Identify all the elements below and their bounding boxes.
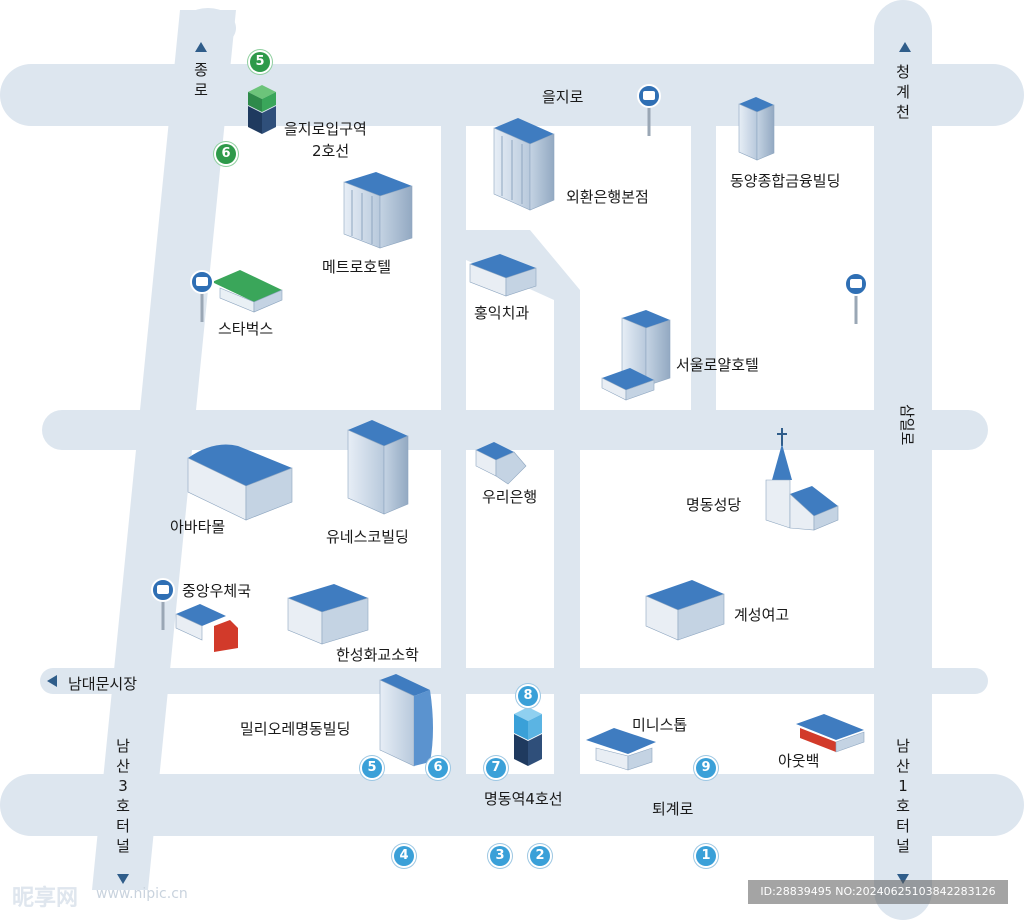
arrow-down-left — [117, 874, 129, 884]
label-woori: 우리은행 — [482, 488, 538, 506]
road-label-char: 3 — [118, 777, 128, 795]
kexchange-icon — [493, 118, 555, 211]
exit-badge-6: 6 — [428, 758, 448, 778]
road-namdaemun — [40, 668, 988, 694]
street-c — [691, 110, 716, 430]
watermark-id-bar: ID:28839495 NO:20240625103842283126 — [748, 880, 1008, 904]
label-post-office: 중앙우체국 — [182, 582, 252, 600]
outback-icon — [796, 714, 865, 753]
post-office-icon — [175, 604, 238, 652]
road-label-euljiro: 을지로 — [542, 88, 584, 106]
hongik-icon — [469, 254, 537, 297]
exit-badge-line4: 8 — [518, 686, 538, 706]
woori-icon — [475, 442, 527, 485]
label-gyeseong: 계성여고 — [734, 606, 790, 624]
road-label-char: 계 — [896, 83, 910, 101]
exit-badge-7: 7 — [486, 758, 506, 778]
road-label-char: 남 — [116, 737, 130, 755]
label-hongik: 홍익치과 — [474, 304, 530, 322]
road-label-char: 청 — [896, 63, 910, 81]
road-label-char: 널 — [116, 837, 130, 855]
road-label-char: 1 — [898, 777, 908, 795]
label-ministop: 미니스톱 — [632, 716, 688, 734]
label-kexchange: 외환은행본점 — [566, 188, 649, 206]
exit-badge-euljiro-line: 5 — [250, 52, 270, 72]
millieore-icon — [379, 674, 433, 767]
exit-badge-3: 3 — [490, 846, 510, 866]
seoul-royal-icon — [601, 310, 671, 401]
road-samil — [42, 410, 988, 450]
watermark-logo: 昵享网 — [12, 886, 79, 911]
exit-badge-4: 4 — [394, 846, 414, 866]
street-b — [466, 230, 580, 790]
road-label-namdaemun: 남대문시장 — [68, 675, 138, 693]
arrow-up-left — [195, 42, 207, 52]
arrow-left — [47, 675, 57, 687]
label-hanseong: 한성화교소학 — [336, 646, 419, 664]
road-label-char: 천 — [896, 103, 910, 121]
label-cathedral: 명동성당 — [686, 496, 742, 514]
exit-badge-1: 1 — [696, 846, 716, 866]
exit-badge-9: 9 — [696, 758, 716, 778]
road-label-char: 로 — [194, 81, 208, 99]
road-label-jongno: 종 로 — [191, 60, 211, 100]
label-euljiro-station: 을지로입구역 — [284, 120, 367, 138]
bus-stop-right — [844, 272, 868, 324]
label-unesco: 유네스코빌딩 — [326, 528, 409, 546]
ministop-icon — [586, 728, 656, 771]
road-label-char: 남 — [896, 737, 910, 755]
label-outback: 아웃백 — [778, 752, 820, 770]
arrow-up-right — [899, 42, 911, 52]
unesco-icon — [347, 420, 409, 515]
gyeseong-icon — [645, 580, 725, 641]
road-label-char: 산 — [116, 757, 130, 775]
bus-stop-post — [151, 578, 175, 630]
watermark-url: www.nipic.cn — [96, 886, 188, 902]
metro-hotel-icon — [343, 172, 413, 249]
label-metro-hotel: 메트로호텔 — [322, 258, 392, 276]
euljiro-station-icon — [248, 85, 276, 134]
exit-badge-5: 5 — [362, 758, 382, 778]
road-label-char: 널 — [896, 837, 910, 855]
road-label-char: 종 — [194, 61, 208, 79]
avatar-mall-icon — [187, 444, 293, 521]
road-label-char: 산 — [896, 757, 910, 775]
exit-badge-euljiro-6: 6 — [216, 144, 236, 164]
road-label-samil: 삼일로 — [898, 404, 916, 446]
hanseong-icon — [287, 584, 369, 645]
road-arrows — [47, 42, 911, 884]
label-seoul-royal: 서울로얄호텔 — [676, 356, 759, 374]
road-label-char: 호 — [896, 797, 910, 815]
road-label-char: 터 — [116, 817, 130, 835]
street-a — [441, 110, 466, 790]
road-label-namsan1: 남 산 1 호 터 널 — [893, 736, 913, 856]
exit-badge-2: 2 — [530, 846, 550, 866]
label-myeongdong-station: 명동역4호선 — [484, 790, 563, 808]
label-dongyang: 동양종합금융빌딩 — [730, 172, 841, 190]
road-toegye — [0, 774, 1024, 836]
starbucks-icon — [212, 270, 283, 313]
bus-stop-euljiro — [637, 84, 661, 136]
label-euljiro-line: 2호선 — [312, 142, 350, 160]
bus-stop-icons — [151, 84, 868, 630]
arrow-down-right — [897, 874, 909, 884]
cathedral-icon — [765, 428, 839, 531]
bus-stop-starbucks — [190, 270, 214, 322]
label-millieore: 밀리오레명동빌딩 — [240, 720, 351, 738]
dongyang-icon — [738, 97, 775, 161]
road-label-char: 호 — [116, 797, 130, 815]
road-label-namsan3: 남 산 3 호 터 널 — [113, 736, 133, 856]
label-avatar: 아바타몰 — [170, 518, 226, 536]
road-label-char: 터 — [896, 817, 910, 835]
label-starbucks: 스타벅스 — [218, 320, 274, 338]
line4-station-icon — [514, 707, 542, 766]
road-label-toegye: 퇴계로 — [652, 800, 694, 818]
road-label-cheonggyecheon: 청 계 천 — [893, 62, 913, 122]
road-euljiro — [0, 64, 1024, 126]
